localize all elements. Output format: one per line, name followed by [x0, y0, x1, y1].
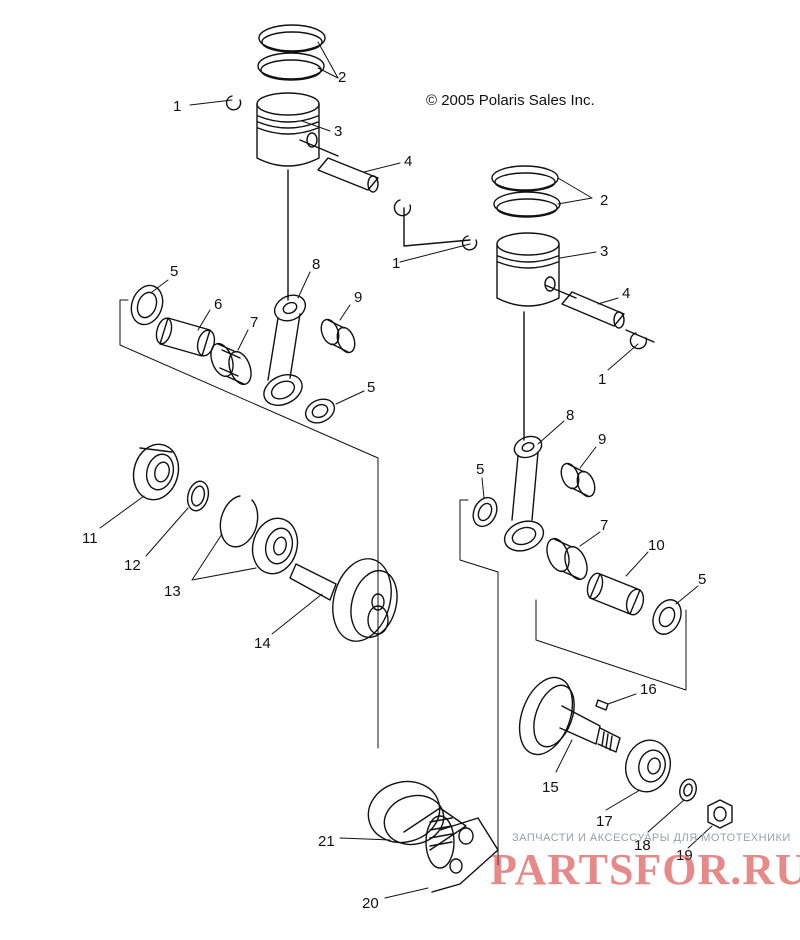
callout-10: 10: [648, 537, 665, 554]
callout-18: 18: [634, 837, 651, 854]
callout-labels: 1 2 3 4 1 2 3 4 1 5 6 7 8 9 5 11 12 13 1…: [82, 69, 706, 912]
piston-pin-right: [544, 284, 625, 329]
callout-3: 3: [334, 123, 342, 140]
callout-5: 5: [698, 571, 706, 588]
callout-2: 2: [600, 192, 608, 209]
callout-11: 11: [82, 530, 98, 547]
needle-bearing-left-small: [320, 318, 356, 354]
callout-14: 14: [254, 635, 271, 652]
bracket-lines-left: [119, 299, 379, 749]
callout-20: 20: [362, 895, 379, 912]
callout-1: 1: [173, 98, 181, 115]
leader-lines: [99, 41, 713, 899]
needle-bearing-left-big: [210, 342, 252, 386]
callout-2: 2: [338, 69, 346, 86]
piston-rings-right: [491, 165, 561, 218]
watermark-logo: PARTSFOR.RU: [490, 845, 800, 894]
bracket-lines-right: [459, 499, 687, 866]
callout-16: 16: [640, 681, 657, 698]
thrust-washer-right-bottom: [652, 599, 682, 635]
callout-9: 9: [598, 431, 606, 448]
callout-5: 5: [476, 461, 484, 478]
thrust-washer-left-bottom: [304, 398, 336, 424]
callout-7: 7: [600, 517, 608, 534]
callout-4: 4: [622, 285, 630, 302]
needle-bearing-right-big: [546, 537, 588, 581]
callout-5: 5: [170, 263, 178, 280]
nut-19: [707, 799, 733, 829]
connecting-rod-left: [263, 294, 307, 406]
main-bearing-17: [625, 739, 671, 793]
thrust-washer-left-top: [130, 284, 164, 326]
callout-4: 4: [404, 153, 412, 170]
callout-1: 1: [392, 255, 400, 272]
circlip-right-1: [625, 329, 655, 350]
needle-bearing-right-small: [560, 462, 596, 498]
main-bearing-11: [132, 443, 180, 501]
connecting-rod-right: [503, 435, 545, 552]
callout-3: 3: [600, 243, 608, 260]
callout-8: 8: [312, 256, 320, 273]
callout-13: 13: [164, 583, 181, 600]
piston-pin-left: [299, 139, 379, 193]
watermark-tagline: ЗАПЧАСТИ И АКСЕССУАРЫ ДЛЯ МОТОТЕХНИКИ: [512, 832, 791, 844]
main-bearing-13: [251, 517, 299, 575]
callout-21: 21: [318, 833, 335, 850]
crank-pin-left: [155, 317, 216, 357]
piston-right: [496, 232, 560, 441]
snap-ring-13: [219, 495, 259, 548]
crankshaft-assembly-20: [367, 780, 499, 893]
callout-5: 5: [367, 379, 375, 396]
callout-8: 8: [566, 407, 574, 424]
callout-1: 1: [598, 371, 606, 388]
piston-rings-left: [257, 24, 326, 81]
washer-18: [679, 778, 697, 802]
crankshaft-half-14: [289, 558, 398, 642]
crankshaft-half-15: [518, 676, 621, 756]
crank-pin-right: [586, 572, 645, 616]
piston-left: [256, 92, 320, 301]
circlip-left-2: [393, 199, 478, 251]
copyright-notice: © 2005 Polaris Sales Inc.: [426, 92, 595, 109]
callout-15: 15: [542, 779, 559, 796]
callout-17: 17: [596, 813, 613, 830]
woodruff-key-16: [595, 699, 609, 711]
callout-19: 19: [676, 847, 693, 864]
callout-12: 12: [124, 557, 141, 574]
callout-9: 9: [354, 289, 362, 306]
washer-12: [186, 480, 210, 512]
callout-7: 7: [250, 314, 258, 331]
callout-6: 6: [214, 296, 222, 313]
thrust-washer-right-top: [472, 496, 498, 528]
circlip-left-top: [225, 95, 242, 111]
